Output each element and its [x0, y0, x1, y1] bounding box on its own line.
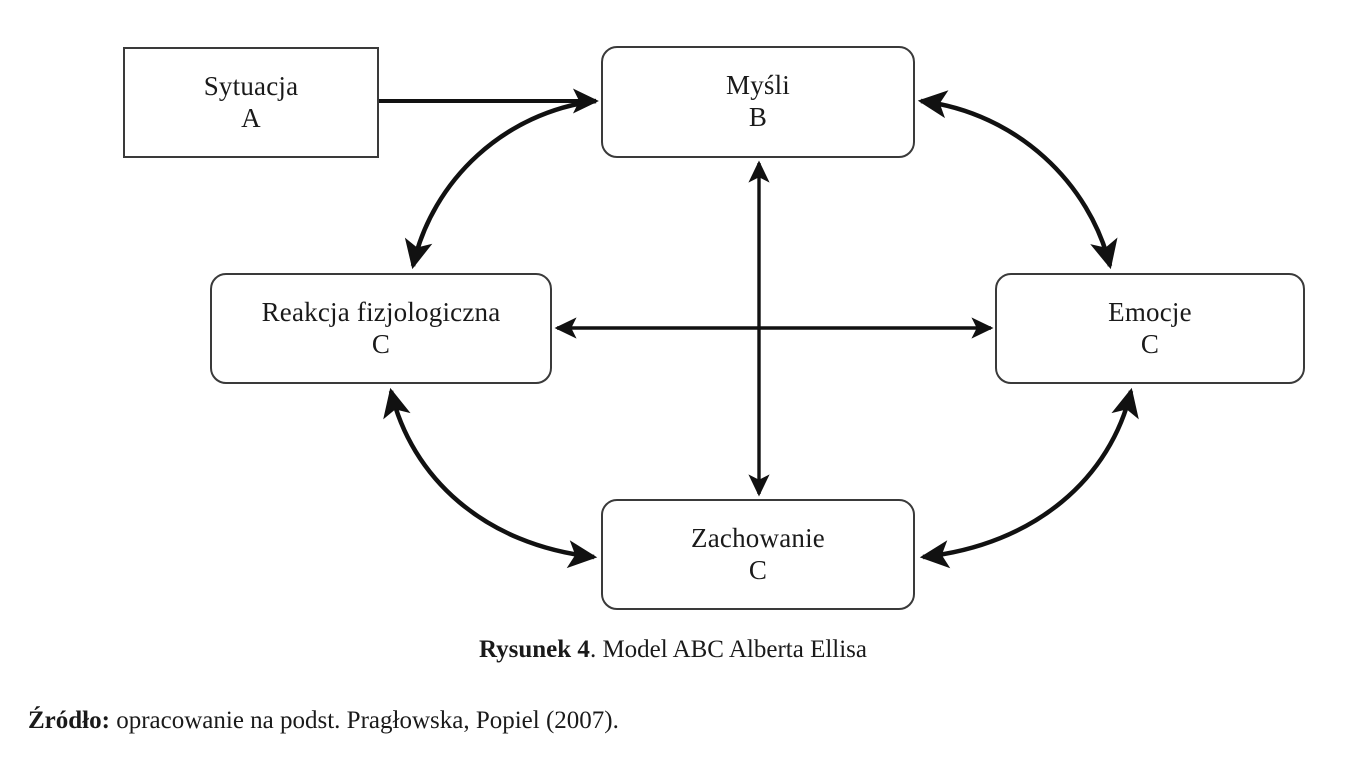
node-physiological-reaction-title: Reakcja fizjologiczna — [261, 296, 501, 327]
connector-thoughts-emotions — [917, 90, 1118, 270]
node-situation-code: A — [241, 102, 261, 133]
node-behaviour[interactable]: Zachowanie C — [601, 499, 915, 610]
node-situation-title: Sytuacja — [203, 70, 299, 101]
source-note-text: opracowanie na podst. Pragłowska, Popiel… — [109, 707, 619, 734]
connector-emotions-behaviour — [919, 387, 1139, 569]
connector-thoughts-to-physio — [404, 98, 597, 270]
figure-caption-text: . Model ABC Alberta Ellisa — [589, 636, 868, 663]
node-behaviour-code: C — [748, 554, 768, 585]
figure-caption: Rysunek 4. Model ABC Alberta Ellisa — [0, 636, 1346, 664]
source-note-lead: Źródło: — [28, 707, 110, 734]
node-behaviour-title: Zachowanie — [691, 522, 825, 553]
node-physiological-reaction-code: C — [371, 328, 391, 359]
node-thoughts-title: Myśli — [725, 70, 791, 101]
node-thoughts-code: B — [748, 102, 768, 132]
node-emotions[interactable]: Emocje C — [995, 273, 1305, 384]
node-thoughts[interactable]: Myśli B — [601, 46, 915, 158]
connector-physio-behaviour — [383, 387, 598, 569]
node-situation[interactable]: Sytuacja A — [123, 47, 379, 158]
node-emotions-title: Emocje — [1108, 296, 1192, 327]
figure-caption-lead: Rysunek 4 — [478, 636, 590, 663]
diagram-connectors — [379, 88, 1139, 569]
node-emotions-code: C — [1140, 328, 1160, 359]
node-physiological-reaction[interactable]: Reakcja fizjologiczna C — [210, 273, 552, 384]
source-note: Źródło: opracowanie na podst. Pragłowska… — [28, 707, 619, 735]
